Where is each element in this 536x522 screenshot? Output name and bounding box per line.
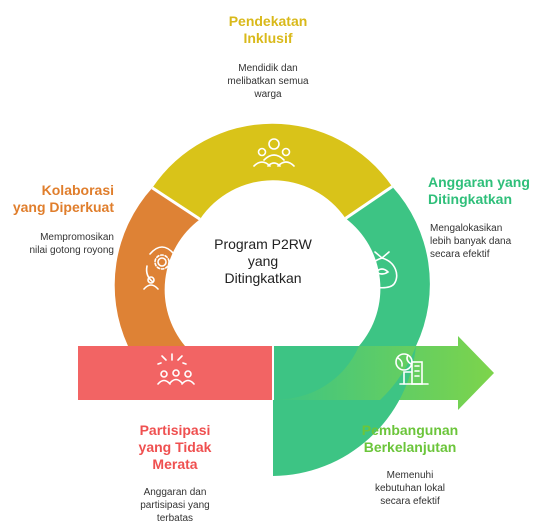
top-description: Mendidik dan melibatkan semua warga	[200, 62, 336, 101]
center-line-1: Program P2RW	[214, 236, 312, 252]
money-bag-icon	[366, 251, 398, 289]
left-title-line-1: Kolaborasi	[41, 182, 114, 198]
bottom-left-desc-line-2: partisipasi yang	[140, 500, 210, 511]
sustainable-city-icon	[395, 353, 429, 385]
top-title: Pendekatan Inklusif	[190, 13, 346, 47]
left-description: Mempromosikan nilai gotong royong	[4, 231, 114, 257]
right-title: Anggaran yang Ditingkatkan	[428, 174, 536, 208]
scattered-people-icon	[157, 353, 195, 385]
bottom-left-title-line-1: Partisipasi	[139, 422, 211, 438]
bottom-left-title-line-2: yang Tidak	[138, 439, 212, 455]
top-desc-line-2: melibatkan semua	[227, 76, 309, 87]
top-desc-line-3: warga	[254, 89, 282, 100]
bottom-right-title-line-2: Berkelanjutan	[363, 439, 457, 455]
bottom-left-desc-line-1: Anggaran dan	[143, 487, 207, 498]
right-desc-line-2: lebih banyak dana	[430, 236, 512, 247]
bottom-right-desc-line-3: secara efektif	[380, 496, 440, 507]
left-desc-line-1: Mempromosikan	[40, 232, 114, 243]
bottom-left-desc-line-3: terbatas	[156, 513, 194, 522]
right-title-line-2: Ditingkatkan	[428, 191, 513, 207]
right-title-line-1: Anggaran yang	[428, 174, 530, 190]
left-title-line-2: yang Diperkuat	[12, 199, 114, 215]
people-group-icon	[253, 138, 295, 167]
bottom-right-title: Pembangunan Berkelanjutan	[335, 422, 485, 456]
segment-inklusif	[152, 123, 393, 220]
top-title-line-1: Pendekatan	[228, 13, 308, 29]
bottom-right-desc-line-2: kebutuhan lokal	[374, 483, 446, 494]
center-label: Program P2RW yang Ditingkatkan	[200, 236, 326, 287]
bottom-left-description: Anggaran dan partisipasi yang terbatas	[110, 486, 240, 522]
bottom-right-title-line-1: Pembangunan	[361, 422, 459, 438]
top-title-line-2: Inklusif	[243, 30, 293, 46]
left-title: Kolaborasi yang Diperkuat	[4, 182, 114, 216]
center-line-2: yang	[247, 253, 279, 269]
segment-pembangunan-bowl	[273, 346, 416, 476]
collaboration-gear-icon	[143, 246, 181, 290]
bottom-right-description: Memenuhi kebutuhan lokal secara efektif	[345, 469, 475, 508]
right-description: Mengalokasikan lebih banyak dana secara …	[430, 222, 534, 261]
bottom-right-desc-line-1: Memenuhi	[386, 470, 434, 481]
right-desc-line-3: secara efektif	[430, 249, 490, 260]
left-desc-line-2: nilai gotong royong	[29, 245, 114, 256]
top-desc-line-1: Mendidik dan	[238, 63, 298, 74]
right-desc-line-1: Mengalokasikan	[430, 223, 503, 234]
center-line-3: Ditingkatkan	[224, 270, 302, 286]
bottom-left-title: Partisipasi yang Tidak Merata	[110, 422, 240, 473]
segment-partisipasi	[78, 346, 273, 400]
segment-anggaran	[345, 186, 430, 346]
bottom-left-title-line-3: Merata	[152, 456, 198, 472]
